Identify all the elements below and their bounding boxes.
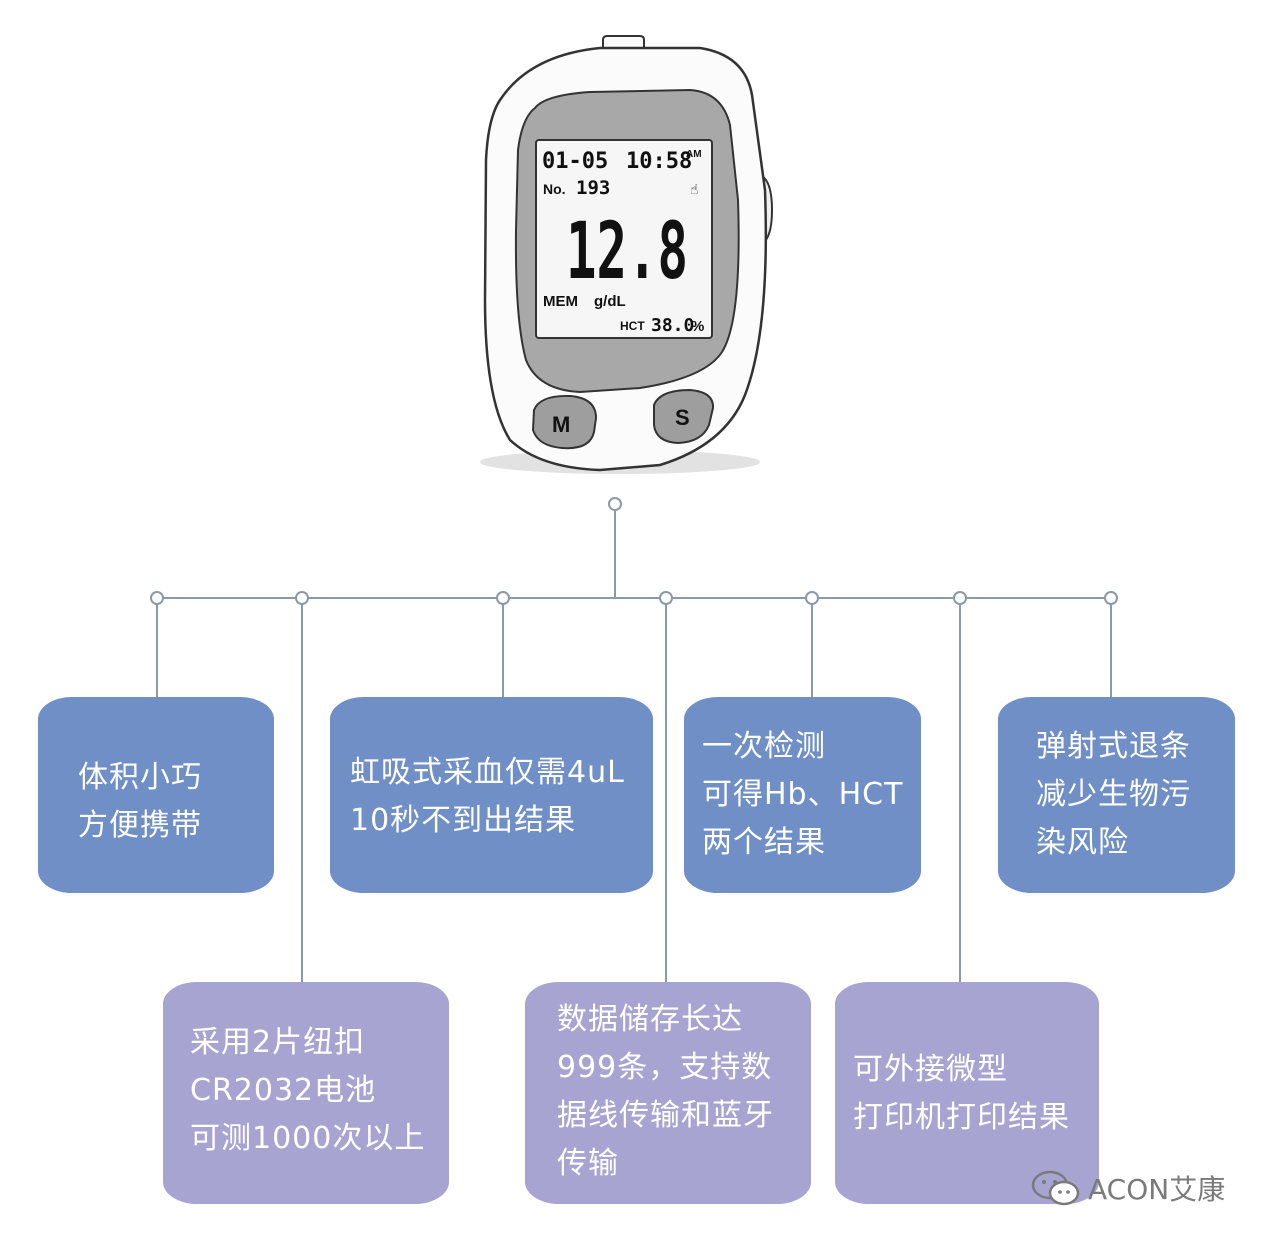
lcd-no-label: No.: [543, 181, 566, 197]
feature-line: 10秒不到出结果: [350, 803, 577, 838]
lcd-hct-unit: %: [691, 318, 704, 335]
feature-box-battery: 采用2片纽扣 CR2032电池 可测1000次以上: [163, 982, 449, 1204]
feature-line: 减少生物污: [1036, 777, 1191, 812]
feature-line: 可外接微型: [853, 1052, 1008, 1087]
lcd-hct-value: 38.0: [651, 315, 694, 336]
feature-line: 两个结果: [702, 825, 826, 860]
node-f2: [295, 591, 309, 605]
feature-line: 据线传输和蓝牙: [557, 1098, 774, 1133]
lcd-time: 10:58: [626, 149, 692, 174]
lcd-ampm: AM: [686, 149, 702, 160]
feature-box-sampling: 虹吸式采血仅需4uL 10秒不到出结果: [330, 697, 653, 893]
feature-line: 传输: [557, 1146, 619, 1181]
feature-line: 虹吸式采血仅需4uL: [350, 755, 625, 790]
lcd-mem: MEM: [543, 293, 578, 310]
feature-box-size: 体积小巧 方便携带: [38, 697, 274, 893]
m-button: [531, 394, 598, 450]
lcd-unit: g/dL: [594, 293, 626, 310]
node-f1: [150, 591, 164, 605]
feature-line: 方便携带: [78, 808, 202, 843]
node-f7: [1104, 591, 1118, 605]
feature-box-printer: 可外接微型 打印机打印结果: [835, 982, 1099, 1204]
node-f6: [953, 591, 967, 605]
wechat-icon: [1031, 1170, 1080, 1206]
node-top: [608, 497, 622, 511]
feature-line: 体积小巧: [78, 760, 202, 795]
feature-line: 999条，支持数: [557, 1050, 773, 1085]
lcd-date: 01-05: [542, 149, 608, 174]
lcd-no-value: 193: [576, 177, 610, 199]
feature-line: 可得Hb、HCT: [702, 777, 904, 812]
glucose-meter-illustration: 01-05 10:58 AM No. 193 ☝ 12.8 MEM g/dL H…: [480, 35, 774, 474]
feature-line: 弹射式退条: [1036, 729, 1191, 764]
feature-line: 可测1000次以上: [190, 1121, 426, 1156]
node-f4: [659, 591, 673, 605]
feature-line: 打印机打印结果: [853, 1100, 1070, 1135]
feature-line: 采用2片纽扣: [190, 1025, 366, 1060]
feature-box-ejection: 弹射式退条 减少生物污 染风险: [998, 697, 1235, 893]
feature-box-storage: 数据储存长达 999条，支持数 据线传输和蓝牙 传输: [525, 982, 811, 1204]
lcd-reading: 12.8: [566, 207, 688, 297]
m-button-label: M: [552, 412, 570, 437]
feature-line: 染风险: [1036, 825, 1129, 860]
node-f5: [805, 591, 819, 605]
s-button-label: S: [675, 405, 690, 430]
connector-lines: [156, 510, 1112, 982]
node-f3: [496, 591, 510, 605]
feature-line: 一次检测: [702, 729, 826, 764]
lcd-hct-label: HCT: [620, 319, 645, 333]
connector-nodes: [150, 497, 1118, 605]
lcd-screen: [535, 139, 713, 339]
feature-box-results: 一次检测 可得Hb、HCT 两个结果: [684, 697, 921, 893]
watermark-text: ACON艾康: [1088, 1173, 1226, 1206]
feature-line: CR2032电池: [190, 1073, 377, 1108]
s-button: [653, 388, 715, 445]
watermark: ACON艾康: [1030, 1168, 1225, 1208]
finger-icon: ☝: [690, 182, 699, 198]
feature-line: 数据储存长达: [557, 1002, 743, 1037]
